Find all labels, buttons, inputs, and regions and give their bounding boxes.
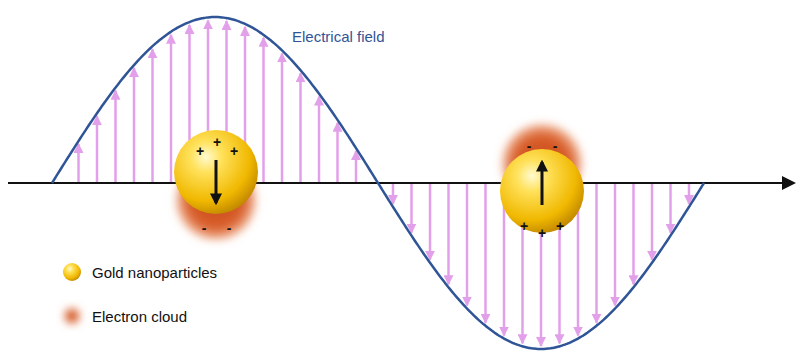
gold-swatch <box>63 263 81 281</box>
field-arrow <box>429 183 432 260</box>
gold-sphere <box>174 130 258 214</box>
charge-sign: - <box>202 221 207 235</box>
field-arrow <box>614 183 617 306</box>
dipole-arrow <box>541 162 544 205</box>
field-arrow <box>336 123 339 183</box>
field-arrow <box>281 53 284 183</box>
sine-wave <box>52 17 704 349</box>
nanoparticle <box>174 130 258 240</box>
charge-sign: + <box>520 219 528 233</box>
field-arrow <box>669 183 672 233</box>
field-arrow <box>318 97 321 183</box>
gold-sphere <box>500 149 584 233</box>
axis-arrowhead <box>782 176 796 190</box>
legend-text: Gold nanoparticles <box>92 265 217 280</box>
axis-line <box>8 182 786 184</box>
field-arrow <box>595 183 598 323</box>
charge-sign: - <box>553 139 558 153</box>
field-label: Electrical field <box>292 29 385 44</box>
charge-sign: + <box>196 144 204 158</box>
field-arrow <box>96 116 99 183</box>
legend-text: Electron cloud <box>92 309 187 324</box>
field-arrow <box>299 73 302 183</box>
charge-sign: - <box>227 221 232 235</box>
field-arrow <box>262 38 265 183</box>
field-arrow <box>447 183 450 284</box>
field-arrow <box>651 183 654 260</box>
field-arrow <box>484 183 487 323</box>
charge-sign: - <box>527 139 532 153</box>
field-arrow <box>355 151 358 183</box>
field-arrow <box>77 144 80 183</box>
field-arrow <box>392 183 395 204</box>
field-arrow <box>688 183 691 204</box>
field-arrow <box>133 68 136 183</box>
field-arrow <box>410 183 413 233</box>
charge-sign: + <box>556 219 564 233</box>
charge-sign: + <box>538 226 546 240</box>
cloud-swatch <box>64 308 80 324</box>
field-arrow <box>466 183 469 306</box>
legend-swatches <box>63 263 81 324</box>
field-arrow <box>151 49 154 183</box>
field-arrow <box>632 183 635 284</box>
charge-sign: + <box>230 144 238 158</box>
dipole-arrow <box>215 160 218 203</box>
nanoparticle <box>500 124 584 233</box>
charge-sign: + <box>213 135 221 149</box>
field-arrow <box>170 35 173 183</box>
field-arrow <box>114 91 117 183</box>
